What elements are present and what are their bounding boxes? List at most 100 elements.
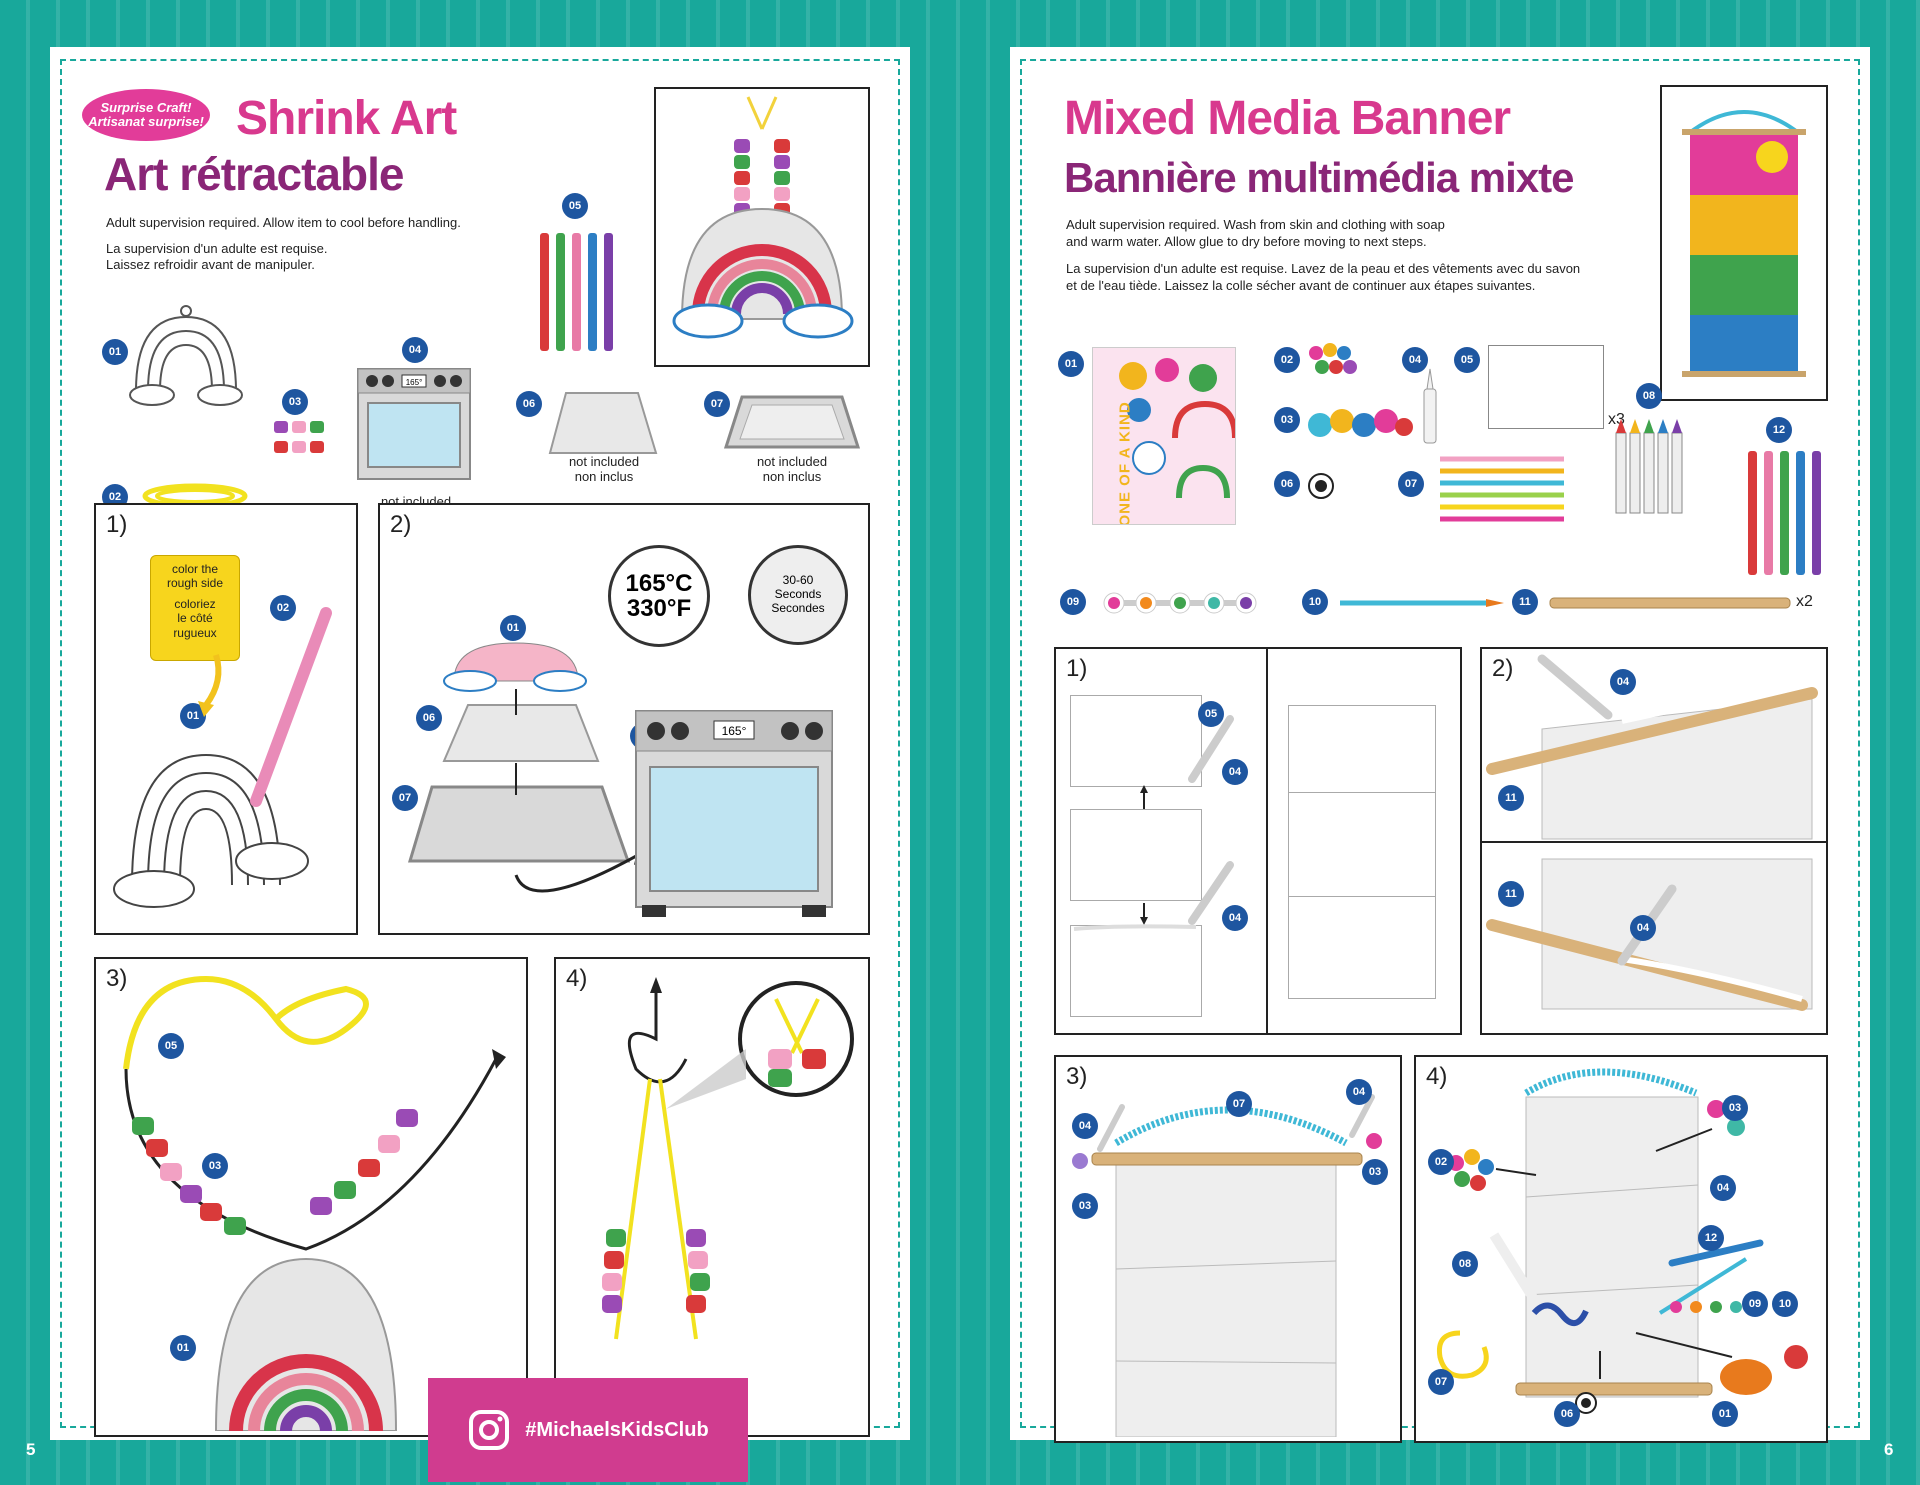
googly-eye-icon (1308, 473, 1334, 499)
step-3-item-03-badge: 03 (202, 1153, 228, 1179)
banner-item-07-badge: 07 (1398, 471, 1424, 497)
glue-bottle-icon (1423, 368, 1437, 444)
timer-seconds-fr: Secondes (771, 600, 825, 615)
banner-step-1-item-04-badge-a: 04 (1222, 759, 1248, 785)
banner-step-4-item-09-badge: 09 (1742, 1291, 1768, 1317)
banner-item-06-badge: 06 (1274, 471, 1300, 497)
timer-seconds-en: Seconds (774, 587, 822, 602)
note-fr-1: La supervision d'un adulte est requise. (106, 241, 328, 256)
banner-item-05-badge: 05 (1454, 347, 1480, 373)
callout-fr-1: coloriez (174, 596, 216, 611)
banner-step-4-item-06-badge: 06 (1554, 1401, 1580, 1427)
bead-strand-left (132, 1117, 246, 1235)
step-4-label: 4) (566, 965, 588, 992)
banner-step-3-panel: 3) 07 04 04 03 03 (1054, 1055, 1402, 1443)
instagram-icon (469, 1410, 510, 1450)
hashtag-text: #MichaelsKidsClub (525, 1418, 709, 1441)
seam-1 (1289, 792, 1435, 793)
coloring-illustration (113, 607, 332, 908)
title-en: Shrink Art (236, 92, 457, 145)
rainbow-shrink-sheet-icon (129, 305, 243, 406)
item-05-badge: 05 (562, 193, 588, 219)
paper-panel-middle (1070, 809, 1202, 901)
callout-en-2: rough side (166, 576, 224, 591)
decorating-illustration (1436, 1068, 1808, 1414)
banner-step-4-item-01-badge: 01 (1712, 1401, 1738, 1427)
banner-item-02-badge: 02 (1274, 347, 1300, 373)
crayons-icon (1615, 419, 1683, 514)
seam-2 (1289, 896, 1435, 897)
glue-paper-illustration (1073, 715, 1234, 931)
pipe-cleaners-icon (1440, 456, 1564, 522)
bead-column-left (734, 139, 750, 217)
finished-keychain-illustration (672, 96, 854, 339)
callout-en-1: color the (171, 562, 219, 576)
pompoms-small-icon (1309, 343, 1357, 374)
banner-step-4-label: 4) (1426, 1063, 1448, 1090)
banner-markers-icon (1748, 451, 1821, 575)
parchment-paper-icon (548, 392, 658, 454)
note-fr-2: Laissez refroidir avant de manipuler. (106, 257, 315, 272)
banner-step-3-item-04-badge-b: 04 (1346, 1079, 1372, 1105)
temp-celsius: 165°C (625, 569, 693, 597)
banner-step-1-label: 1) (1066, 655, 1088, 682)
finished-product-frame (654, 87, 870, 367)
banner-step-4-item-03-badge: 03 (1722, 1095, 1748, 1121)
banner-note-fr-2: et de l'eau tiède. Laissez la colle séch… (1066, 278, 1536, 293)
timer-bubble: 30-60 Seconds Secondes (748, 545, 848, 645)
hanger-illustration (1072, 1094, 1382, 1437)
bead-strand-right (310, 1109, 418, 1215)
banner-step-3-label: 3) (1066, 1063, 1088, 1090)
banner-note-fr-1: La supervision d'un adulte est requise. … (1066, 261, 1581, 276)
callout-fr-2: le côté (177, 611, 213, 626)
surprise-badge: Surprise Craft! Artisanat surprise! (82, 89, 210, 141)
item-01-badge: 01 (102, 339, 128, 365)
banner-title-en: Mixed Media Banner (1064, 92, 1511, 145)
badge-line-2: Artisanat surprise! (88, 114, 204, 129)
not-included-en: not included (756, 454, 828, 469)
paint-strip-icon (1103, 592, 1257, 614)
step-2-item-01-badge: 01 (500, 615, 526, 641)
step-2-label: 2) (390, 511, 412, 538)
badge-line-1: Surprise Craft! (100, 99, 192, 115)
step-1-item-01-badge: 01 (180, 703, 206, 729)
banner-item-03-badge: 03 (1274, 407, 1300, 433)
step-3-panel: 3) 05 03 01 (94, 957, 528, 1437)
item-07-badge: 07 (704, 391, 730, 417)
banner-item-12-badge: 12 (1766, 417, 1792, 443)
banner-step-2-item-11-badge-a: 11 (1498, 785, 1524, 811)
banner-step-2-item-11-badge-b: 11 (1498, 881, 1524, 907)
banner-step-3-item-03-badge-a: 03 (1072, 1193, 1098, 1219)
banner-step-4-item-07-badge: 07 (1428, 1369, 1454, 1395)
banner-item-10-badge: 10 (1302, 589, 1328, 615)
instagram-banner[interactable]: #MichaelsKidsClub (428, 1378, 748, 1482)
step-2-panel: 2) 165°C 330°F 30-60 Seconds Secondes 01… (378, 503, 870, 935)
banner-note-en-2: and warm water. Allow glue to dry before… (1066, 234, 1427, 249)
right-page: Mixed Media Banner Bannière multimédia m… (1010, 47, 1870, 1443)
not-included-fr: non inclus (762, 468, 822, 484)
step-2-divider (1482, 841, 1826, 843)
markers-icon (540, 233, 613, 351)
banner-step-4-item-08-badge: 08 (1452, 1251, 1478, 1277)
sticker-sheet-illustration (1119, 358, 1235, 499)
finished-banner-illustration (1682, 110, 1806, 377)
page-number-right: 6 (1884, 1440, 1894, 1459)
banner-step-1-item-04-badge-b: 04 (1222, 905, 1248, 931)
paintbrush-icon (1340, 599, 1504, 607)
step-2-item-06-badge: 06 (416, 705, 442, 731)
banner-title-fr: Bannière multimédia mixte (1064, 154, 1574, 201)
banner-step-4-panel: 4) 03 02 04 12 08 0 (1414, 1055, 1828, 1443)
left-page: Surprise Craft! Artisanat surprise! Shri… (50, 47, 910, 1440)
dowel-glue-illustration (1486, 654, 1818, 1011)
banner-step-4-item-04-badge: 04 (1710, 1175, 1736, 1201)
temperature-bubble: 165°C 330°F (608, 545, 710, 647)
page-number-left: 5 (26, 1440, 36, 1459)
step-2-item-07-badge: 07 (392, 785, 418, 811)
step-1-panel: 1) color the rough side coloriez le côté… (94, 503, 358, 935)
not-included-fr: non inclus (574, 468, 634, 484)
step-3-item-05-badge: 05 (158, 1033, 184, 1059)
sticker-text: ONE OF A KIND (1116, 401, 1134, 525)
sticker-sheet: ONE OF A KIND (1092, 347, 1236, 525)
banner-step-3-item-07-badge: 07 (1226, 1091, 1252, 1117)
callout-fr-3: rugueux (173, 625, 217, 640)
